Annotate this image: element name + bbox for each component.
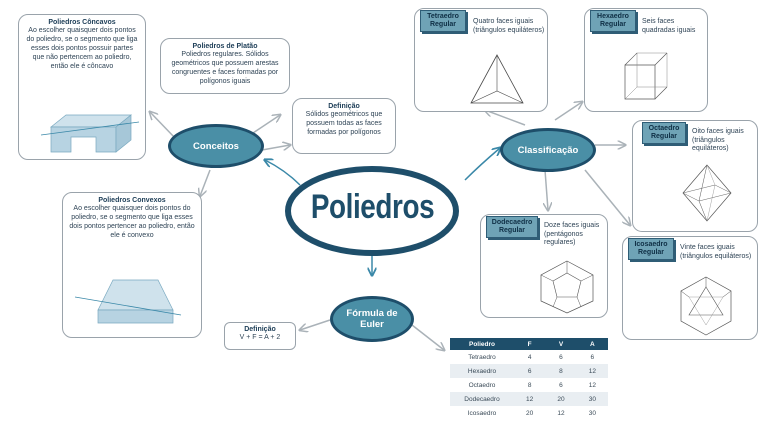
node-euler-label: Fórmula de Euler	[346, 308, 398, 330]
table-cell: 4	[527, 353, 532, 361]
card-dodecaedro	[480, 214, 608, 318]
table-cell: Icosaedro	[467, 409, 497, 417]
card-platao-title: Poliedros de Platão	[192, 43, 258, 50]
tag-tetraedro: Tetraedro Regular	[420, 10, 466, 32]
center-title: Poliedros	[310, 188, 435, 226]
desc-hexaedro: Seis faces quadradas iguais	[642, 18, 696, 34]
table-header: V	[545, 338, 577, 350]
node-euler[interactable]: Fórmula de Euler	[330, 296, 414, 342]
card-convexos-text: Ao escolher quaisquer dois pontos do pol…	[69, 205, 195, 239]
tag-icosaedro: Icosaedro Regular	[628, 238, 674, 260]
card-euler-definicao: Definição V + F = A + 2	[224, 322, 296, 350]
table-cell: 12	[557, 409, 565, 417]
table-cell: 12	[588, 381, 596, 389]
table-cell: 8	[527, 381, 532, 389]
table-row: Octaedro 8 6 12	[450, 378, 608, 392]
card-definicao: Definição Sólidos geométricos que possue…	[292, 98, 396, 154]
table-header: F	[514, 338, 546, 350]
tag-octaedro: Octaedro Regular	[642, 122, 686, 144]
node-conceitos[interactable]: Conceitos	[168, 124, 264, 168]
tetrahedron-figure	[470, 54, 524, 104]
table-cell: 20	[526, 409, 534, 417]
table-row: Tetraedro 4 6 6	[450, 350, 608, 364]
desc-octaedro: Oito faces iguais (triângulos equilátero…	[692, 128, 744, 152]
table-row: Hexaedro 6 8 12	[450, 364, 608, 378]
table-cell: 30	[576, 392, 608, 406]
table-cell: Octaedro	[468, 381, 496, 389]
table-cell: 30	[588, 409, 596, 417]
table-cell: 6	[590, 353, 595, 361]
table-cell: 6	[559, 381, 563, 389]
table-cell: 6	[514, 364, 546, 378]
tag-hexaedro: Hexaedro Regular	[590, 10, 636, 32]
table-cell: Hexaedro	[450, 364, 514, 378]
table-header: Poliedro	[450, 338, 514, 350]
table-cell: 6	[559, 353, 563, 361]
table-row: Icosaedro 20 12 30	[450, 406, 608, 420]
hexahedron-figure	[624, 52, 668, 100]
table-cell: 8	[545, 364, 577, 378]
euler-table: Poliedro F V A Tetraedro 4 6 6 Hexaedro …	[450, 338, 608, 420]
table-cell: Tetraedro	[468, 353, 496, 361]
card-convexos-title: Poliedros Convexos	[98, 197, 166, 204]
table-header: A	[576, 338, 608, 350]
desc-icosaedro: Vinte faces iguais (triângulos equiláter…	[680, 244, 752, 260]
card-concavos-title: Poliedros Côncavos	[48, 19, 116, 26]
card-convexos: Poliedros Convexos Ao escolher quaisquer…	[62, 192, 202, 338]
table-cell: 12	[576, 364, 608, 378]
concave-solid-figure	[40, 114, 140, 153]
card-platao: Poliedros de Platão Poliedros regulares.…	[160, 38, 290, 94]
table-header-row: Poliedro F V A	[450, 338, 608, 350]
table-cell: 12	[514, 392, 546, 406]
card-platao-text: Poliedros regulares. Sólidos geométricos…	[171, 51, 279, 85]
icosahedron-figure	[680, 276, 732, 336]
tag-dodecaedro: Dodecaedro Regular	[486, 216, 538, 238]
euler-formula: V + F = A + 2	[239, 334, 281, 341]
table-row: Dodecaedro 12 20 30	[450, 392, 608, 406]
card-concavos-text: Ao escolher quaisquer dois pontos do pol…	[26, 27, 138, 70]
node-classificacao[interactable]: Classificação	[500, 128, 596, 172]
dodecahedron-figure	[540, 260, 594, 314]
convex-solid-figure	[74, 279, 182, 324]
octahedron-figure	[682, 164, 732, 222]
card-concavos: Poliedros Côncavos Ao escolher quaisquer…	[18, 14, 146, 160]
desc-dodecaedro: Doze faces iguais (pentágonos regulares)	[544, 222, 600, 246]
card-definicao-title: Definição	[328, 103, 360, 110]
euler-def-title: Definição	[244, 326, 276, 333]
table-cell: Dodecaedro	[450, 392, 514, 406]
table-cell: 20	[545, 392, 577, 406]
card-definicao-text: Sólidos geométricos que possuem todas as…	[305, 111, 383, 136]
desc-tetraedro: Quatro faces iguais (triângulos equiláte…	[473, 18, 545, 34]
